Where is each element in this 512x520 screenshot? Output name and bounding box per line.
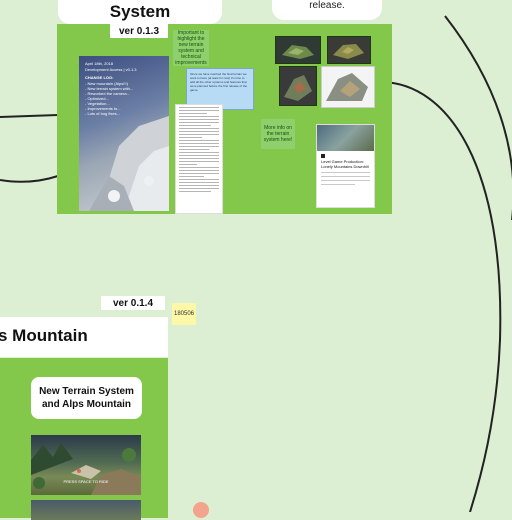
scene-illustration [31, 443, 141, 495]
release-label: release. [309, 0, 345, 11]
changelog-item: - Optimized... [85, 96, 109, 101]
game-screenshot[interactable]: PRESS SPACE TO RIDE [31, 435, 141, 495]
changelog-heading: CHANGE LOG: [85, 75, 114, 80]
version-tag-014: ver 0.1.4 [101, 296, 165, 310]
article-image [317, 125, 374, 151]
board-v014[interactable]: New Terrain System and Alps Mountain PRE… [0, 358, 168, 520]
changelog-item: - Vegetation... [85, 101, 110, 106]
terrain-thumbnail-2[interactable] [327, 36, 371, 64]
screenshot-caption: PRESS SPACE TO RIDE [63, 479, 109, 484]
article-icon [321, 154, 325, 158]
changelog-item: - Reworked the camera... [85, 91, 130, 96]
mountain-illustration [89, 116, 169, 211]
changelog-item: - Improvements to... [85, 106, 121, 111]
changelog-item: - Lots of bug fixes... [85, 111, 120, 116]
article-card[interactable]: Level Game Production: Lonely Mountains … [316, 124, 375, 208]
terrain-graphic [284, 75, 312, 101]
section-title-card[interactable]: System [58, 0, 222, 24]
game-screenshot-2[interactable] [31, 500, 141, 520]
document-page[interactable] [175, 104, 223, 214]
changelog-date: April 18th, 2018 [85, 61, 114, 66]
changelog-image[interactable]: April 18th, 2018 Development Access | v0… [79, 56, 169, 211]
terrain-info-sticky[interactable]: More info on the terrain system here! [261, 119, 295, 149]
cursor-marker [193, 502, 209, 518]
changelog-subtitle: Development Access | v0.1.3 [85, 67, 137, 72]
section-title-card-bottom[interactable]: s Mountain [0, 317, 168, 357]
section-title-bottom: s Mountain [0, 326, 88, 345]
terrain-graphic [282, 45, 314, 59]
terrain-thumbnail-4[interactable] [321, 66, 375, 108]
terrain-system-card[interactable]: New Terrain System and Alps Mountain [31, 377, 142, 419]
changelog-list: - New mountain (Alps!!!) - New terrain s… [85, 81, 165, 116]
board-v013[interactable]: ver 0.1.3 April 18th, 2018 Development A… [57, 24, 392, 214]
changelog-item: - New mountain (Alps!!!) [85, 81, 128, 86]
terrain-graphic [333, 44, 364, 59]
article-title: Level Game Production: Lonely Mountains … [321, 159, 369, 169]
section-title: System [109, 2, 171, 21]
highlight-sticky[interactable]: Important to highlight the new terrain s… [173, 30, 209, 66]
release-card[interactable]: release. [272, 0, 382, 20]
date-note[interactable]: 180506 [172, 303, 196, 325]
version-tag: ver 0.1.3 [110, 24, 168, 38]
terrain-system-label: New Terrain System and Alps Mountain [39, 386, 134, 410]
terrain-thumbnail-1[interactable] [275, 36, 321, 64]
terrain-thumbnail-3[interactable] [279, 66, 317, 106]
terrain-graphic [326, 73, 368, 101]
changelog-item: - New terrain system with... [85, 86, 134, 91]
